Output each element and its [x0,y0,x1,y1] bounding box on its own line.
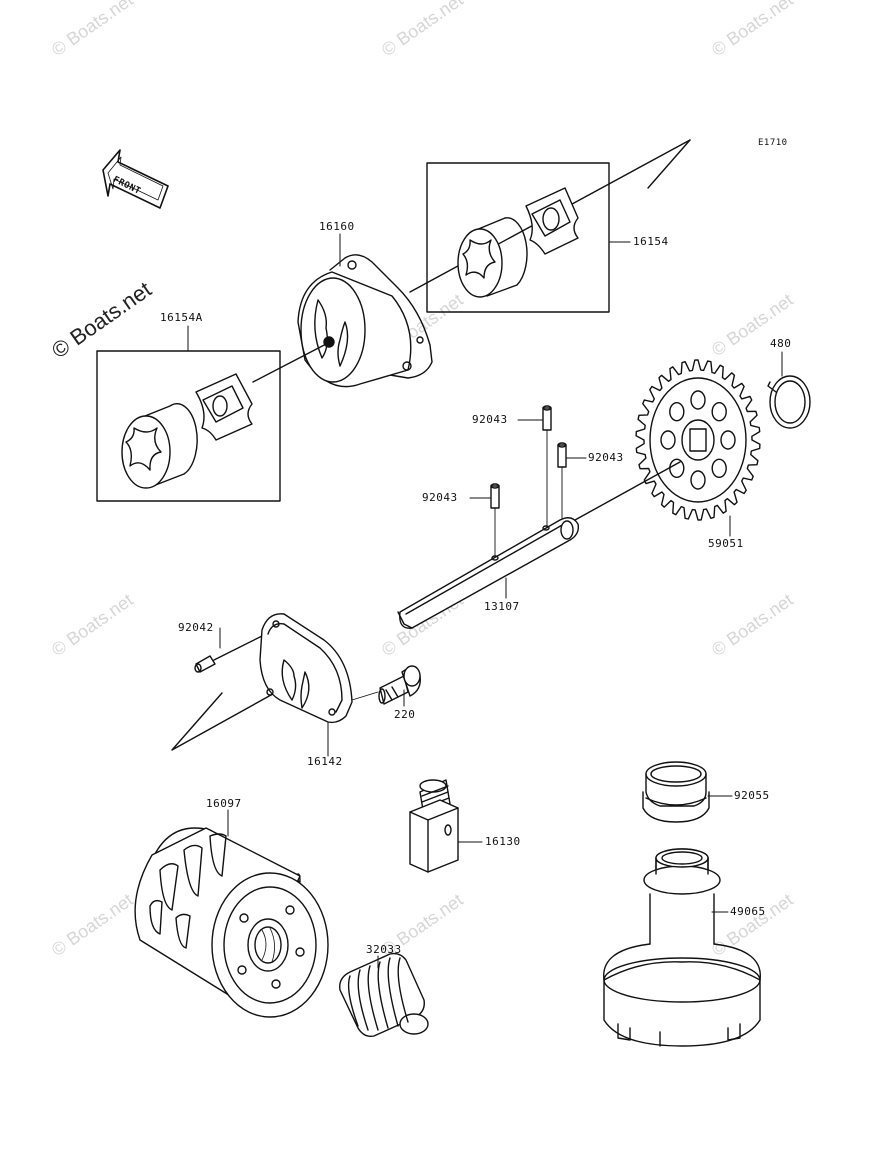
pump-shaft-13107 [397,461,681,629]
bolt-220 [351,665,421,705]
part-label-220[interactable]: 220 [394,708,416,721]
gear-59051 [635,359,761,521]
inner-rotor-16154A [195,373,253,441]
part-label-16097[interactable]: 16097 [206,797,242,810]
part-label-92043-a[interactable]: 92043 [472,413,508,426]
part-label-49065[interactable]: 49065 [730,905,766,918]
circlip-480 [767,375,811,429]
oil-filter-16097 [134,827,329,1018]
oil-pickup-49065 [603,848,761,1047]
part-label-16130[interactable]: 16130 [485,835,521,848]
part-label-59051[interactable]: 59051 [708,537,744,550]
part-label-32033[interactable]: 32033 [366,943,402,956]
fitting-16130 [409,779,459,873]
pump-housing-16160 [297,254,433,388]
part-label-16142[interactable]: 16142 [307,755,343,768]
pin-92043-c [490,483,500,557]
pump-cover-16142 [259,613,353,724]
strainer-32033 [339,952,429,1038]
part-label-16154A[interactable]: 16154A [160,311,203,324]
diagram-code: E1710 [758,138,788,148]
part-box-16154A [96,350,281,502]
pin-92042 [194,635,263,673]
part-label-92042[interactable]: 92042 [178,621,214,634]
break-line-bottom [171,689,281,751]
outer-rotor-16154 [457,217,528,298]
pin-92043-b [557,442,567,519]
front-arrow-icon [102,149,169,209]
pin-92043-a [542,405,552,529]
leader-lines [187,233,783,969]
part-label-92055[interactable]: 92055 [734,789,770,802]
part-label-16154[interactable]: 16154 [633,235,669,248]
part-label-13107[interactable]: 13107 [484,600,520,613]
part-label-16160[interactable]: 16160 [319,220,355,233]
outer-rotor-16154A [121,403,198,489]
part-label-92043-c[interactable]: 92043 [422,491,458,504]
part-label-92043-b[interactable]: 92043 [588,451,624,464]
part-box-16154 [426,162,610,313]
part-label-480[interactable]: 480 [770,337,792,350]
inner-rotor-16154 [525,187,579,255]
seal-92055 [642,761,710,823]
